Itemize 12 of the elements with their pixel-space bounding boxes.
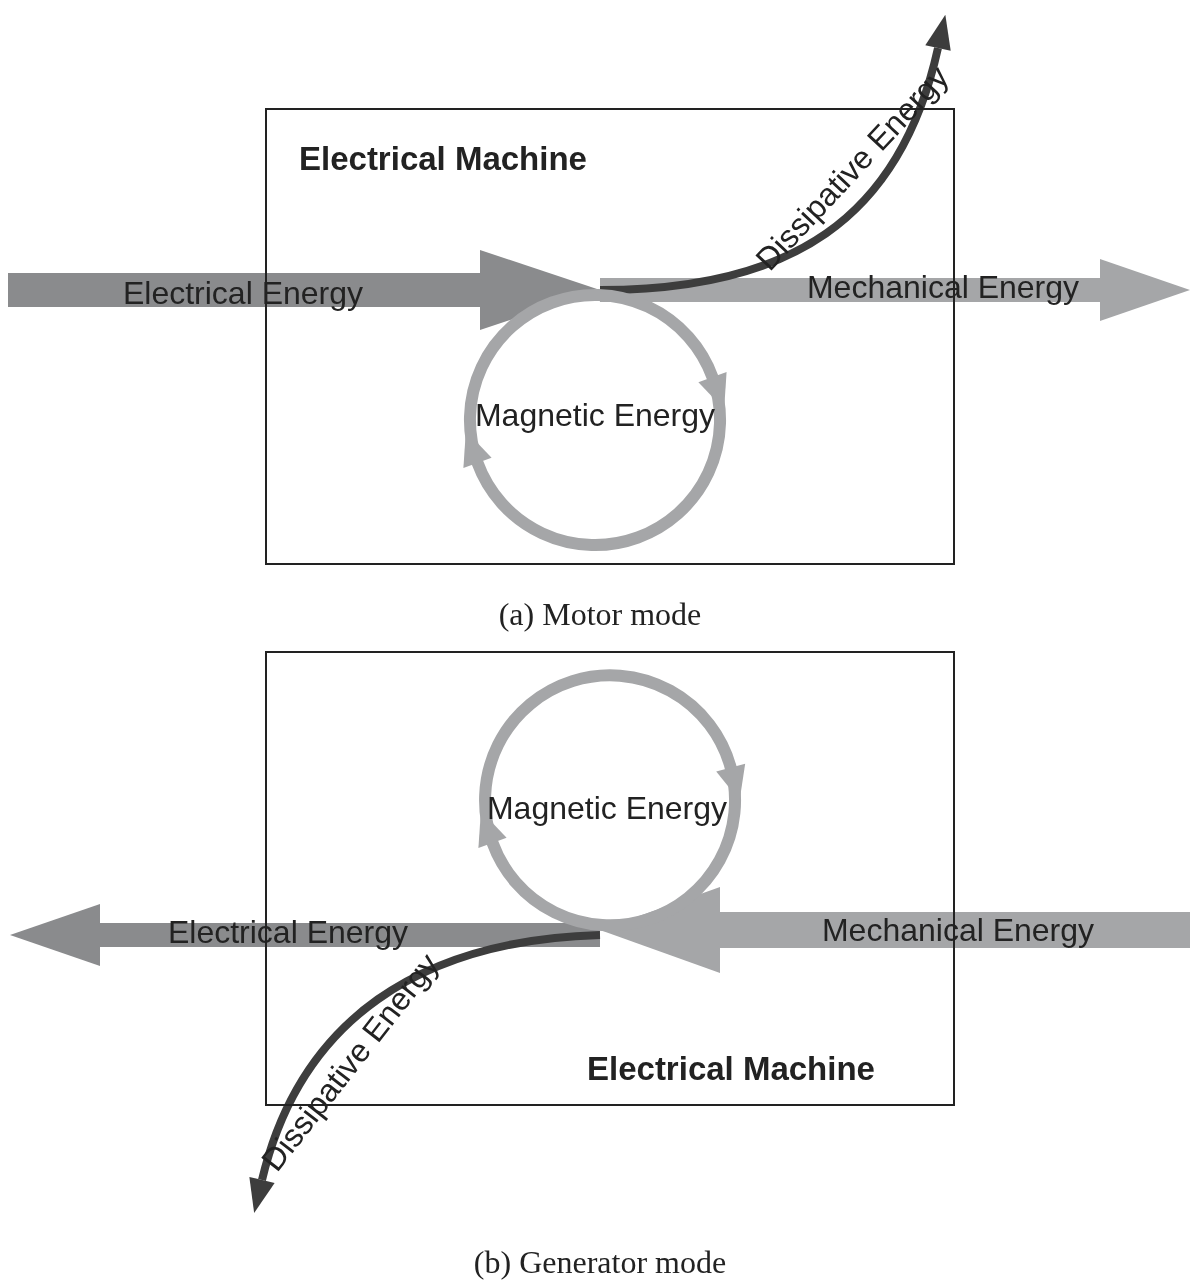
box-title: Electrical Machine: [587, 1050, 875, 1088]
loop-arrow: [478, 669, 746, 932]
curved-arrow: [599, 15, 951, 294]
figure-caption: (b) Generator mode: [473, 1244, 727, 1281]
box-title: Electrical Machine: [299, 140, 587, 178]
flow-arrow: [600, 259, 1190, 321]
flow-arrow: [10, 904, 600, 966]
edge-label: Magnetic Energy: [474, 399, 716, 431]
curved-arrow: [249, 931, 601, 1213]
loop-arrow: [463, 289, 727, 551]
edge-label: Magnetic Energy: [486, 792, 728, 824]
figure-caption: (a) Motor mode: [498, 596, 702, 633]
